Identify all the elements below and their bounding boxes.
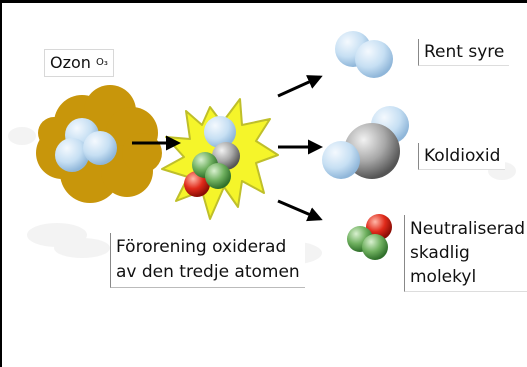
reaction-arrows <box>132 75 323 222</box>
explosion-icon <box>161 98 279 220</box>
arrow-to-neutralized <box>277 199 323 222</box>
carbon-dioxide-icon <box>322 106 409 179</box>
oxygen-label: Rent syre <box>418 39 510 66</box>
pollution-label-line-1: Förorening oxiderad <box>116 237 287 257</box>
neutralized-label: Neutraliserad skadlig molekyl <box>404 215 527 292</box>
co2-label: Koldioxid <box>418 143 506 170</box>
oxygen-molecule-icon <box>335 31 393 78</box>
ozone-label: Ozon O₃ <box>44 49 114 77</box>
ozone-cloud-icon <box>36 85 162 203</box>
ozone-label-text: Ozon <box>50 53 91 72</box>
pollution-label: Förorening oxiderad av den tredje atomen <box>110 233 305 288</box>
ozone-molecule-icon <box>55 118 117 172</box>
neutralized-molecule-icon <box>347 214 392 260</box>
neutralized-label-line-3: molekyl <box>410 267 477 287</box>
neutralized-label-line-2: skadlig <box>410 243 470 263</box>
pollution-label-line-2: av den tredje atomen <box>116 262 300 282</box>
ozone-formula: O₃ <box>96 57 108 68</box>
neutralized-label-line-1: Neutraliserad <box>410 219 525 239</box>
arrow-to-oxygen <box>277 75 323 98</box>
